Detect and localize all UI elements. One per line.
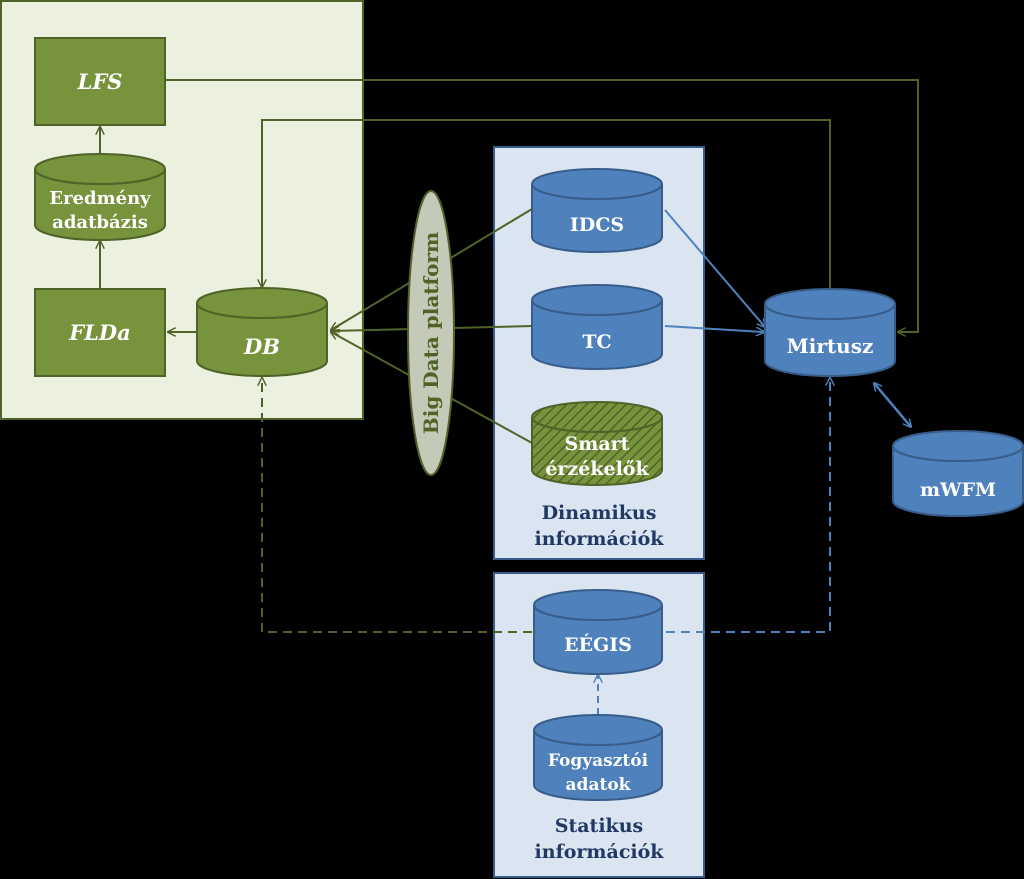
- tc-label: TC: [582, 331, 611, 353]
- smart-cylinder: [531, 401, 663, 486]
- arrow-idcs-to-mirtusz: [664, 209, 765, 327]
- mirtusz-label: Mirtusz: [787, 334, 874, 358]
- arrow-mirtusz-mwfm: [874, 383, 911, 427]
- idcs-label: IDCS: [570, 214, 624, 236]
- dinamikus-label-line1: Dinamikus: [542, 502, 657, 524]
- idcs-cylinder: [531, 168, 663, 253]
- lfs-box: [34, 37, 166, 126]
- big-data-platform-label: Big Data platform: [419, 232, 443, 434]
- eredmeny-label-line1: Eredmény: [49, 188, 151, 209]
- mirtusz-cylinder: [764, 288, 896, 377]
- statikus-label-line1: Statikus: [555, 815, 643, 837]
- egis-cylinder: [533, 589, 663, 675]
- smart-label-line2: érzékelők: [545, 458, 649, 480]
- dinamikus-label-line2: információk: [535, 528, 665, 550]
- mwfm-cylinder: [892, 430, 1024, 517]
- fogyasztoi-cylinder: [533, 714, 663, 801]
- fogyasztoi-label-line2: adatok: [566, 775, 632, 795]
- db-label: DB: [243, 334, 280, 359]
- arrow-egis-to-db: [262, 378, 532, 633]
- eredmeny-cylinder: [34, 153, 166, 241]
- db-cylinder: [196, 287, 328, 377]
- egis-label: EÉGIS: [564, 633, 632, 656]
- flda-box: [34, 288, 166, 377]
- arrow-mirtusz-to-db: [262, 119, 831, 290]
- eredmeny-label-line2: adatbázis: [52, 212, 148, 233]
- lfs-label: LFS: [77, 69, 123, 94]
- arrow-lfs-to-mirtusz: [166, 79, 919, 332]
- big-data-platform: [407, 190, 455, 476]
- mwfm-label: mWFM: [920, 479, 996, 501]
- fogyasztoi-label-line1: Fogyasztói: [548, 751, 649, 771]
- flda-label: FLDa: [68, 320, 131, 345]
- statikus-label-line2: információk: [535, 841, 665, 863]
- connectors: [100, 79, 919, 715]
- arrow-tc-to-mirtusz: [664, 325, 764, 332]
- tc-cylinder: [531, 284, 663, 370]
- arrow-egis-to-mirtusz: [666, 378, 830, 633]
- smart-label-line1: Smart: [565, 433, 630, 455]
